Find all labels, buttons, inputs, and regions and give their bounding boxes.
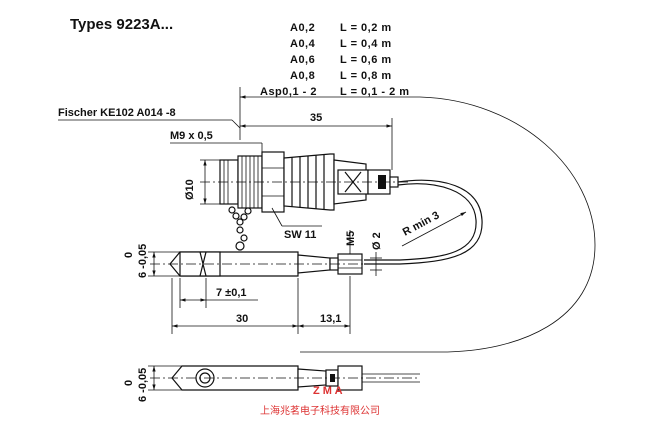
bend-radius-label: R min 3 <box>401 209 442 238</box>
dim-35-label: 35 <box>310 112 322 124</box>
dim-13-label: 13,1 <box>320 313 341 325</box>
dim-30: 30 <box>171 278 299 334</box>
variant-code: A0,4 <box>290 38 316 50</box>
cable-loop-inner <box>364 183 477 261</box>
dia-2-label: Ø 2 <box>371 232 383 250</box>
tol-bottom-label: 6 -0,05 <box>137 368 149 402</box>
sensor-top-view <box>150 365 420 391</box>
variant-table: A0,2 L = 0,2 m A0,4 L = 0,4 m A0,6 L = 0… <box>260 22 410 98</box>
bend-radius-arrow <box>401 211 467 247</box>
dia-10-label: Ø10 <box>184 179 196 200</box>
wrench-leader <box>271 207 283 227</box>
length-l-curve <box>300 96 596 353</box>
length-l-leader <box>239 87 420 140</box>
m5-label: M5 <box>345 231 357 246</box>
variant-length: L = 0,2 m <box>340 22 392 34</box>
variant-length: L = 0,1 - 2 m <box>340 86 410 98</box>
tol-bottom: 6 -0,05 0 <box>123 365 182 402</box>
thread-label: M9 x 0,5 <box>170 130 213 142</box>
watermark-company: 上海兆茗电子科技有限公司 <box>260 404 380 417</box>
watermark: Z M A 上海兆茗电子科技有限公司 <box>260 385 380 417</box>
variant-length: L = 0,4 m <box>340 38 392 50</box>
connector-leader-tick <box>231 119 241 129</box>
variant-code: A0,8 <box>290 70 315 82</box>
variant-code: A0,6 <box>290 54 315 66</box>
sensor-side-view <box>150 251 392 277</box>
dim-30-label: 30 <box>236 313 248 325</box>
connector-body <box>200 151 410 213</box>
dim-diameter-10: Ø10 <box>184 159 220 205</box>
tol-top-zero: 0 <box>123 252 135 258</box>
tol-bottom-zero: 0 <box>123 380 135 386</box>
variant-code: A0,2 <box>290 22 315 34</box>
dim-7-label: 7 ±0,1 <box>216 287 247 299</box>
dim-7: 7 ±0,1 <box>179 278 258 308</box>
variant-code: Asp0,1 - 2 <box>260 86 317 98</box>
connector-label: Fischer KE102 A014 -8 <box>58 107 176 119</box>
ball-chain <box>228 206 252 251</box>
variant-length: L = 0,8 m <box>340 70 392 82</box>
wrench-label: SW 11 <box>284 229 316 241</box>
dim-13: 13,1 <box>298 276 351 334</box>
variant-length: L = 0,6 m <box>340 54 392 66</box>
drawing-title: Types 9223A... <box>70 16 173 33</box>
dim-35: 35 <box>240 112 393 170</box>
watermark-letters: Z M A <box>313 385 343 397</box>
tol-top: 6 -0,05 0 <box>123 244 180 278</box>
tol-top-label: 6 -0,05 <box>137 244 149 278</box>
cable-loop <box>364 179 483 265</box>
